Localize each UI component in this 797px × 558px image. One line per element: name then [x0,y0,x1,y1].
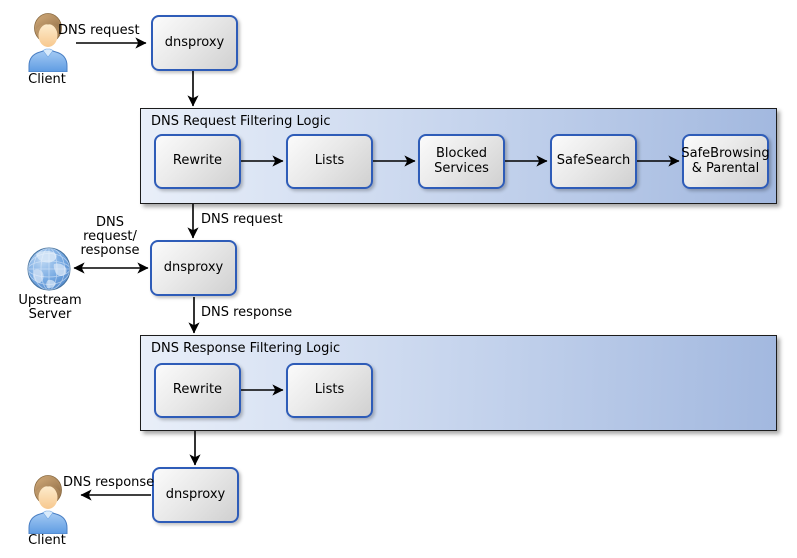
upstream-label-line1: Upstream [18,293,82,308]
edge-label-dns-request-mid: DNS request [201,212,283,227]
client-top [27,12,69,76]
request-filter-container: DNS Request Filtering Logic Rewrite List… [140,108,777,204]
edge-label-dns-response-bottom: DNS response [63,475,155,490]
upstream-exchange-line2: request/ [83,229,137,244]
step-safebrowsing-parental: SafeBrowsing & Parental [681,134,770,189]
step-safesearch: SafeSearch [550,134,637,189]
client-bottom [27,474,69,538]
step-lists: Lists [286,134,373,189]
dnsproxy-middle-node: dnsproxy [150,240,237,296]
dnsproxy-top-node: dnsproxy [151,15,238,71]
step-rewrite: Rewrite [154,134,241,189]
upstream-label-line2: Server [28,307,72,322]
request-filter-title: DNS Request Filtering Logic [151,114,331,129]
edge-label-upstream-exchange: DNS request/ response [74,216,146,258]
edge-label-dns-response-mid: DNS response [201,305,293,320]
person-icon [28,13,68,73]
step-rewrite-response: Rewrite [154,363,241,418]
client-bottom-label: Client [28,533,66,548]
dnsproxy-bottom-node: dnsproxy [152,467,239,523]
response-filter-title: DNS Response Filtering Logic [151,341,341,356]
upstream-exchange-line3: response [80,243,140,258]
globe-icon [27,247,71,291]
client-top-label: Client [28,72,66,87]
upstream-exchange-line1: DNS [96,215,124,230]
person-icon [28,475,68,535]
response-filter-container: DNS Response Filtering Logic Rewrite Lis… [140,335,777,431]
upstream-server-label: Upstream Server [4,294,96,322]
upstream-server [26,246,72,296]
step-blocked-services: Blocked Services [418,134,505,189]
edge-label-dns-request-top: DNS request [58,23,140,38]
step-lists-response: Lists [286,363,373,418]
